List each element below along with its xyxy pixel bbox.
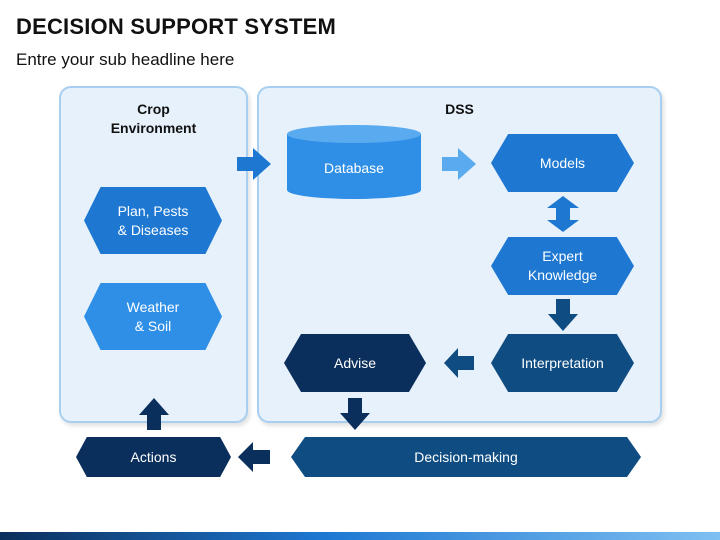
arrow-down-icon xyxy=(340,398,370,430)
expert-line2: Knowledge xyxy=(527,267,598,283)
plan-pests-line1: Plan, Pests xyxy=(117,202,189,219)
crop-title-line1: Crop xyxy=(137,101,170,117)
plan-pests-diseases-node: Plan, Pests & Diseases xyxy=(84,187,222,254)
arrow-up-icon xyxy=(139,398,169,430)
decision-making-node: Decision-making xyxy=(291,437,641,477)
crop-environment-panel xyxy=(59,86,248,423)
arrow-right-icon xyxy=(442,148,476,180)
arrow-down-icon xyxy=(548,299,578,331)
crop-title-line2: Environment xyxy=(110,120,197,136)
dss-title: DSS xyxy=(445,101,474,117)
double-arrow-vertical-icon xyxy=(547,196,579,232)
advise-node: Advise xyxy=(284,334,426,392)
footer-accent-bar xyxy=(0,532,720,540)
crop-environment-title: Crop Environment xyxy=(59,100,248,138)
models-node: Models xyxy=(491,134,634,192)
plan-pests-line2: & Diseases xyxy=(117,221,189,238)
arrow-right-icon xyxy=(237,148,271,180)
weather-soil-line1: Weather xyxy=(126,298,180,315)
actions-node: Actions xyxy=(76,437,231,477)
database-cylinder xyxy=(287,125,421,199)
database-label: Database xyxy=(324,160,384,176)
page-title: DECISION SUPPORT SYSTEM xyxy=(16,14,336,39)
expert-knowledge-node: Expert Knowledge xyxy=(491,237,634,295)
arrow-left-icon xyxy=(444,348,474,378)
arrow-left-icon xyxy=(238,442,270,472)
page-subtitle: Entre your sub headline here xyxy=(16,50,235,69)
expert-line1: Expert xyxy=(542,248,583,264)
weather-soil-line2: & Soil xyxy=(134,317,172,334)
weather-soil-node: Weather & Soil xyxy=(84,283,222,350)
interpretation-node: Interpretation xyxy=(491,334,634,392)
